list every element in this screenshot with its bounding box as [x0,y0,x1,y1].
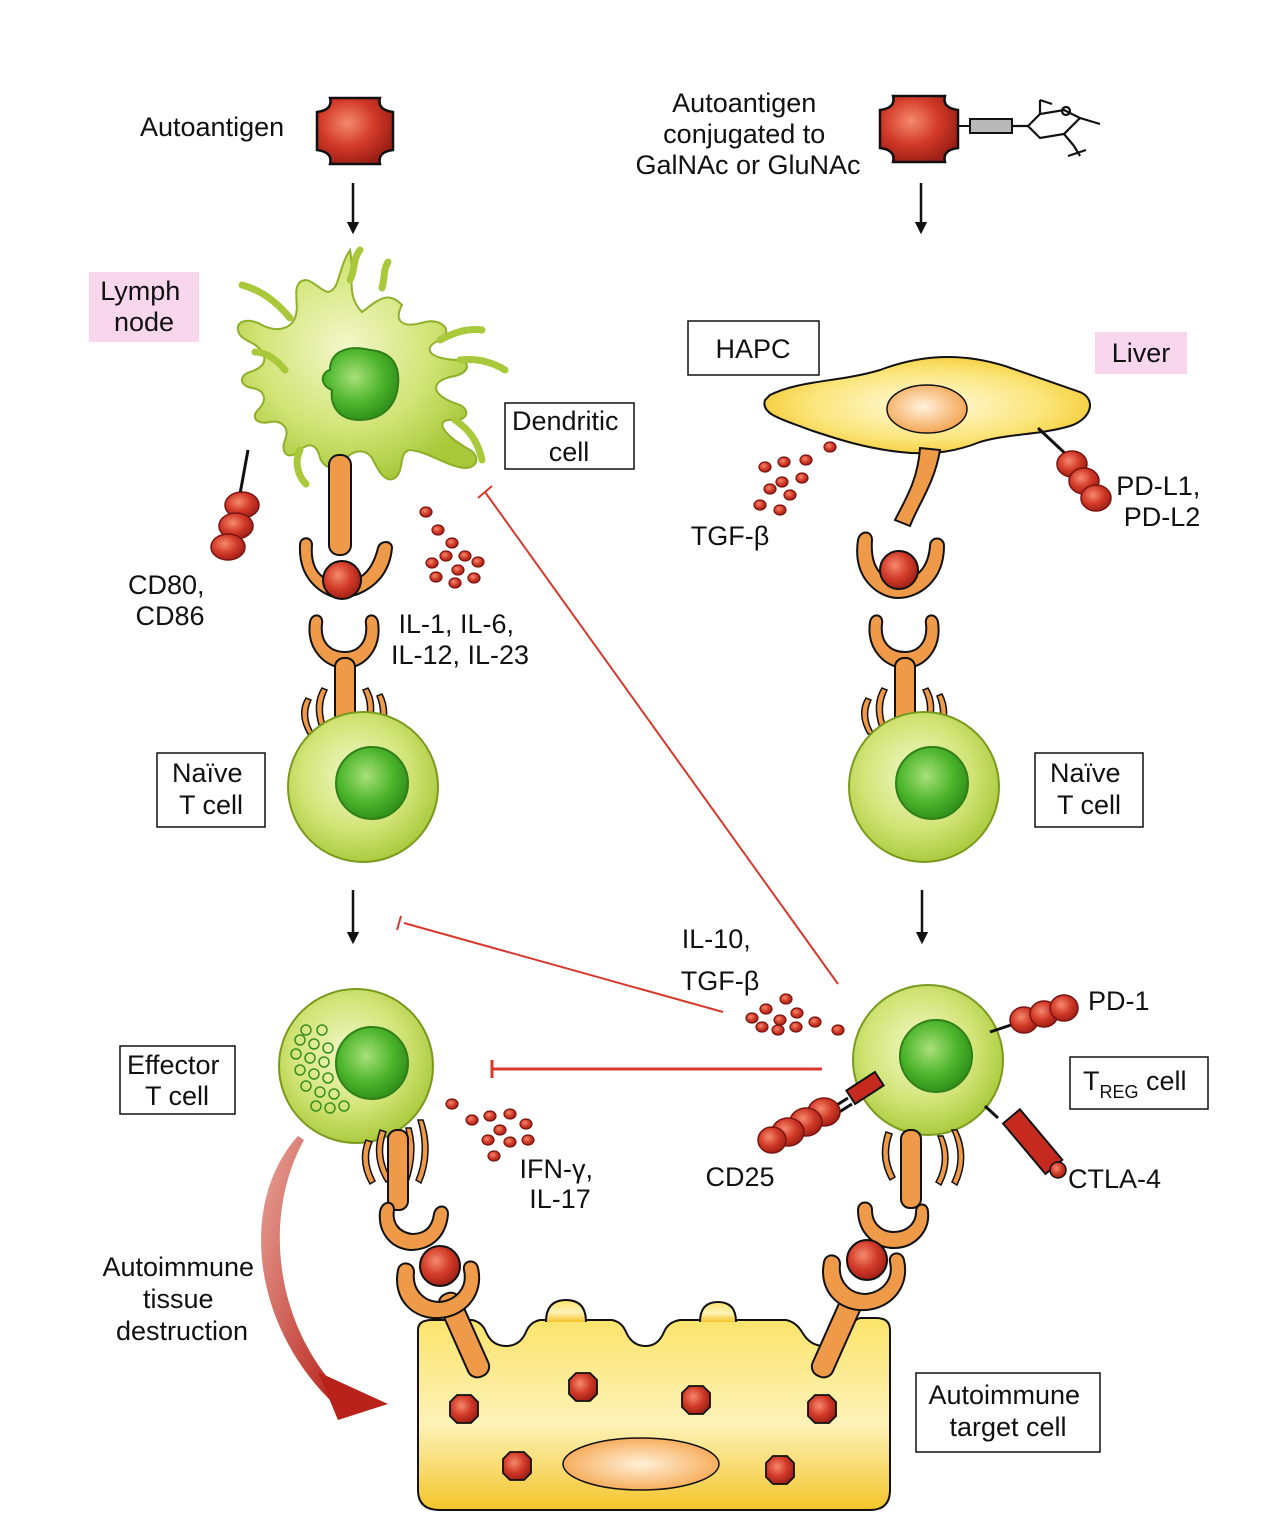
il10-tgf-dots [745,993,845,1036]
treg-box [1069,1056,1209,1110]
hapc-nucleus [886,384,968,434]
dendritic-nucleus [321,347,400,422]
autoantigen-shape [315,96,395,166]
tcr-treg [856,1129,930,1250]
conjugated-label: Autoantigen conjugated to GalNAc or GluN… [635,88,860,180]
naive-t-cell-left-label: Naïve T cell [172,758,250,820]
hapc-box [687,320,820,376]
autoantigen-label: Autoantigen [140,112,284,142]
il10-tgf-label: IL-10, TGF-β [681,924,760,996]
peptide-target-right [846,1239,888,1281]
target-cell-box [915,1372,1101,1453]
pd-l-label: PD-L1, PD-L2 [1116,471,1208,532]
lymph-node-tag [89,272,199,342]
inhibition-lines [396,485,839,1078]
target-cell-nucleus [562,1437,720,1491]
cd25-molecule [757,1070,885,1154]
liver-tag [1095,332,1187,374]
cd80-cd86-label: CD80, CD86 [128,570,212,631]
pd-l1-molecule [1056,450,1112,512]
ctla4-molecule [1001,1107,1067,1179]
peptide-target-left [419,1245,461,1287]
peptide-hapc [879,550,919,590]
destruction-arrow [261,1136,340,1400]
cd3-chains-treg [881,1129,965,1187]
tgf-beta-liver-dots [753,441,837,516]
liver-label: Liver [1112,338,1171,368]
peptide-dc [322,560,362,600]
effector-granules [290,1024,350,1114]
hapc-label: HAPC [715,334,790,364]
dendrite-processes [238,246,509,488]
effector-t-cell-label: Effector T cell [127,1050,227,1111]
lymph-node-label: Lymph node [100,276,188,337]
naive-t-cell-right-nucleus [895,746,969,820]
effector-t-cell-nucleus [335,1026,409,1100]
ifn-il17-label: IFN-γ, IL-17 [519,1154,600,1214]
il-cytokines-label: IL-1, IL-6, IL-12, IL-23 [391,609,529,670]
tcr-naive-right [868,614,940,733]
ifn-il17-dots [445,1098,535,1162]
mhc-hapc [856,446,946,600]
linker [969,118,1013,134]
cd25-label: CD25 [705,1162,774,1192]
naive-t-cell-left-nucleus [335,746,409,820]
ctla4-label: CTLA-4 [1068,1164,1161,1194]
naive-t-cell-right-box [1034,752,1144,828]
destruction-label: Autoimmune tissue destruction [102,1252,261,1346]
tgf-beta-liver-label: TGF-β [691,521,770,551]
dendritic-cell-box [504,402,635,470]
galnac-sugar-icon [1012,98,1101,158]
cd80-cd86-molecule [210,491,260,561]
treg-label: TREG cell [1083,1066,1187,1102]
mhc-target-right [810,1252,907,1379]
pd1-label: PD-1 [1088,986,1150,1016]
il-cytokine-dots [419,506,485,589]
naive-t-cell-right-label: Naïve T cell [1050,758,1128,820]
pd1-molecule [1009,994,1079,1034]
target-cell-bumps [545,1298,737,1323]
target-autoantigens [449,1372,837,1485]
tcr-effector [378,1129,450,1252]
dendritic-cell-label: Dendritic cell [512,406,626,467]
effector-t-cell-box [119,1045,236,1115]
naive-t-cell-left-box [156,752,266,828]
treg-cell-nucleus [899,1019,973,1093]
target-cell-label: Autoimmune target cell [928,1380,1087,1442]
mhc-target-left [396,1260,491,1379]
conjugated-autoantigen-shape [878,94,960,164]
